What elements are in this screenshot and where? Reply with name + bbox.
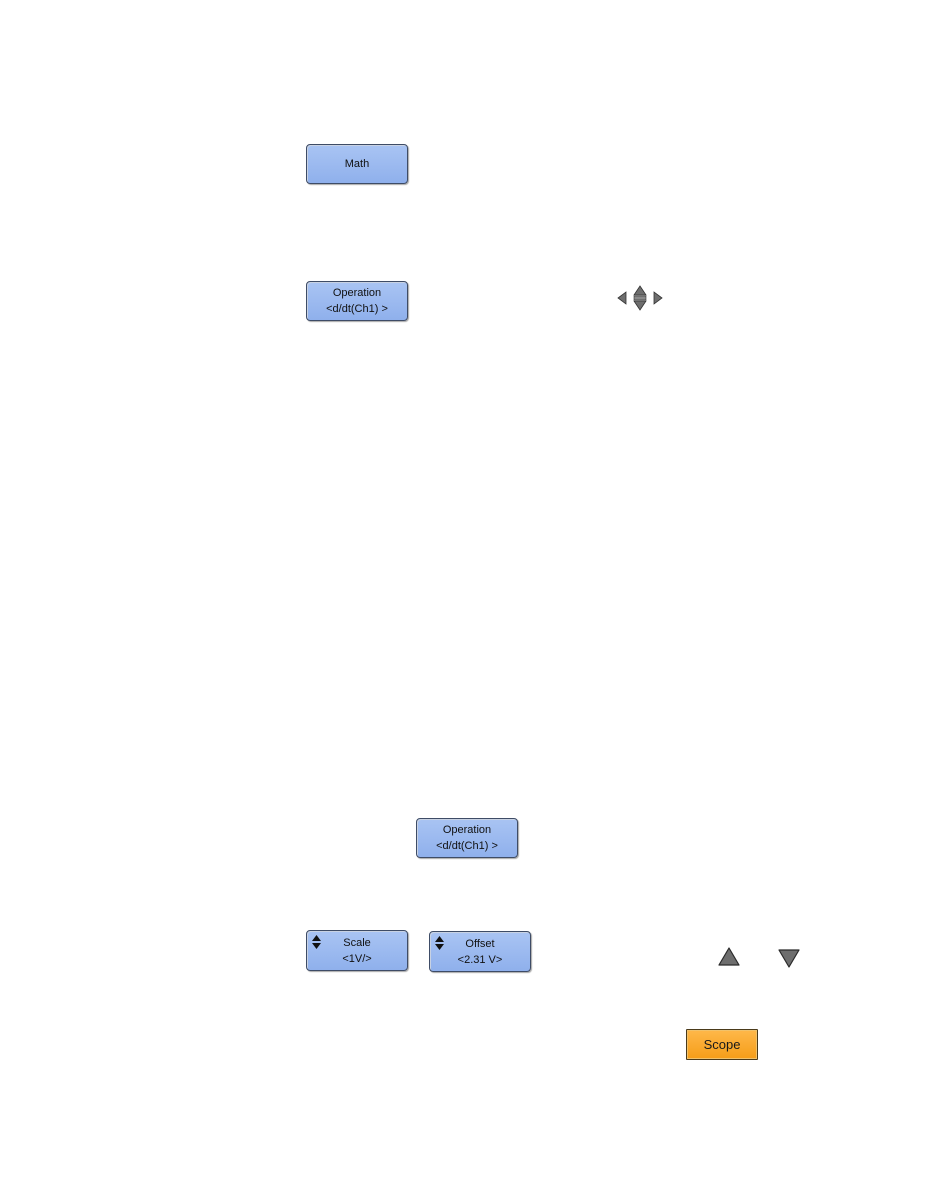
offset-softkey[interactable]: Offset <2.31 V> [429, 931, 531, 972]
operation-softkey-bottom[interactable]: Operation <d/dt(Ch1) > [416, 818, 518, 858]
math-softkey[interactable]: Math [306, 144, 408, 184]
operation-softkey-value: <d/dt(Ch1) > [436, 838, 498, 854]
up-down-indicator-icon [312, 935, 321, 949]
arrow-keys-icon[interactable] [616, 284, 664, 312]
down-arrow-key-icon[interactable] [778, 948, 800, 968]
scale-softkey-title: Scale [343, 935, 371, 951]
scale-softkey-value: <1V/> [342, 951, 371, 967]
operation-softkey-top[interactable]: Operation <d/dt(Ch1) > [306, 281, 408, 321]
math-softkey-label: Math [345, 156, 369, 172]
offset-softkey-title: Offset [465, 936, 494, 952]
operation-softkey-title: Operation [443, 822, 491, 838]
offset-softkey-value: <2.31 V> [458, 952, 503, 968]
up-down-indicator-icon [435, 936, 444, 950]
scope-key-label: Scope [704, 1037, 741, 1052]
operation-softkey-title: Operation [333, 285, 381, 301]
scope-key[interactable]: Scope [686, 1029, 758, 1060]
operation-softkey-value: <d/dt(Ch1) > [326, 301, 388, 317]
scale-softkey[interactable]: Scale <1V/> [306, 930, 408, 971]
up-arrow-key-icon[interactable] [718, 947, 740, 967]
